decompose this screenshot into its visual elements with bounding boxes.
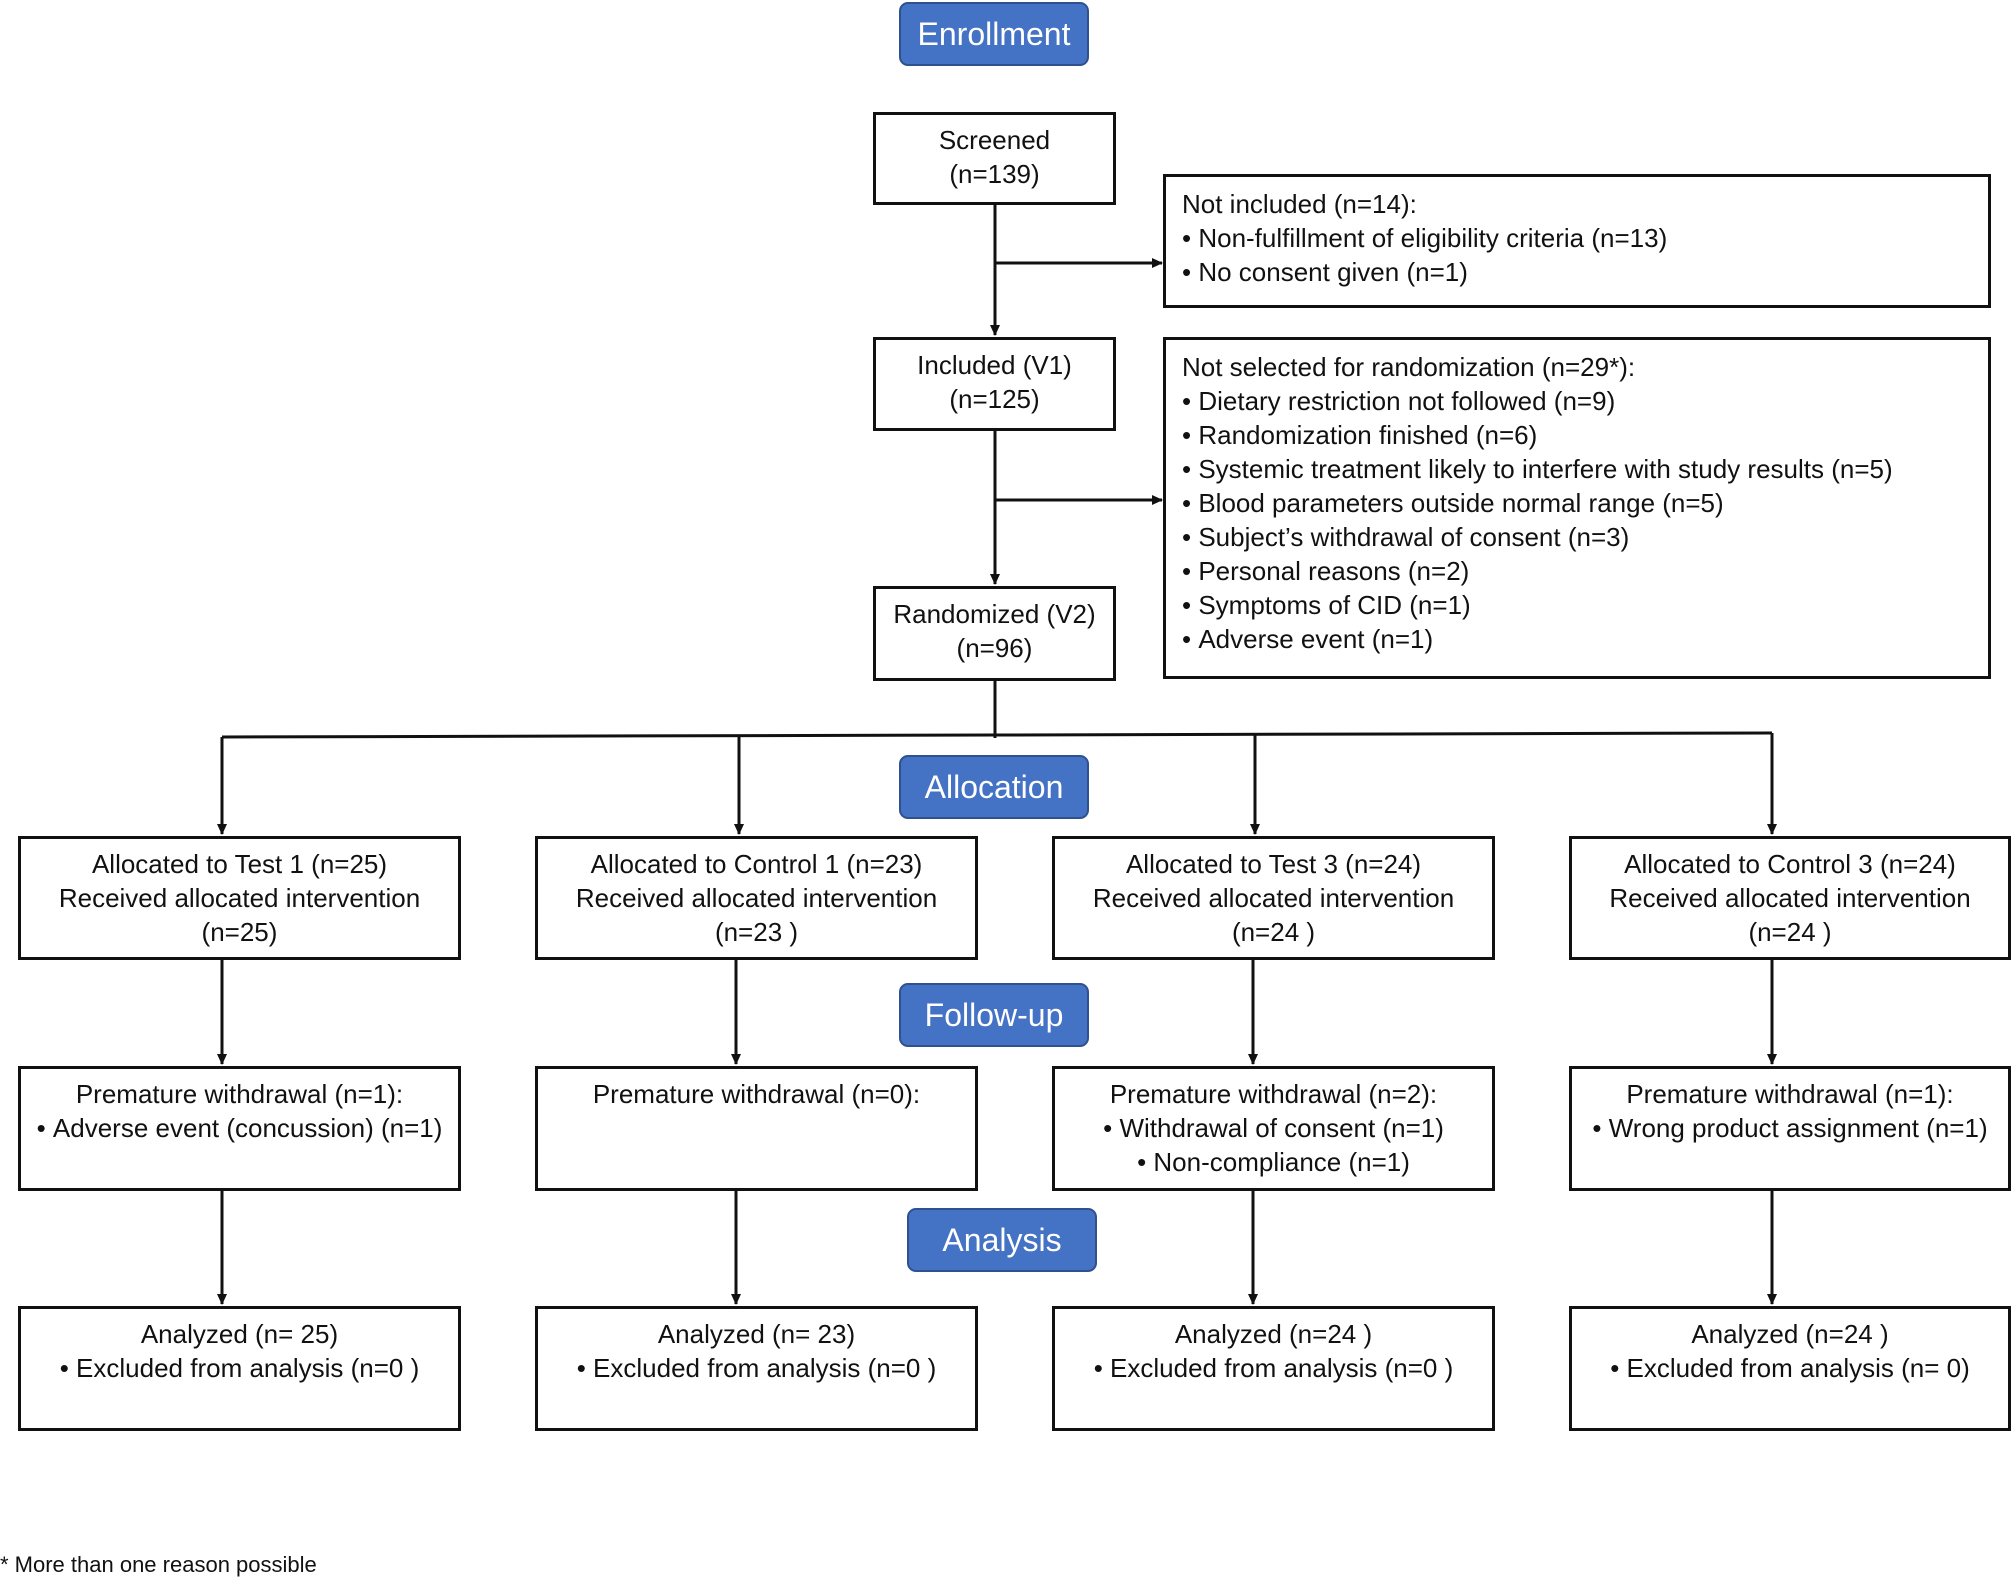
not-selected-item: Systemic treatment likely to interfere w… xyxy=(1182,452,1972,486)
phase-followup: Follow-up xyxy=(899,983,1089,1047)
randomized-box: Randomized (V2) (n=96) xyxy=(873,586,1116,681)
footnote: * More than one reason possible xyxy=(0,1552,317,1577)
followup-box-control-1: Premature withdrawal (n=0): xyxy=(535,1066,978,1191)
not-selected-item: Symptoms of CID (n=1) xyxy=(1182,588,1972,622)
phase-analysis: Analysis xyxy=(907,1208,1097,1272)
randomized-title: Randomized (V2) xyxy=(893,599,1096,629)
randomized-count: (n=96) xyxy=(956,633,1033,663)
not-selected-item: Adverse event (n=1) xyxy=(1182,622,1972,656)
analysis-box-control-3: Analyzed (n=24 ) Excluded from analysis … xyxy=(1569,1306,2011,1431)
received-label: Received allocated intervention xyxy=(58,883,421,913)
withdrawal-list: Withdrawal of consent (n=1) Non-complian… xyxy=(1055,1111,1492,1179)
withdrawal-title: Premature withdrawal (n=1): xyxy=(75,1079,404,1109)
allocated-label: Allocated to Test 3 (n=24) xyxy=(1125,849,1422,879)
allocated-label: Allocated to Control 1 (n=23) xyxy=(590,849,923,879)
included-count: (n=125) xyxy=(949,384,1040,414)
withdrawal-item: Adverse event (concussion) (n=1) xyxy=(21,1111,458,1145)
allocation-box-control-1: Allocated to Control 1 (n=23) Received a… xyxy=(535,836,978,960)
not-selected-item: Personal reasons (n=2) xyxy=(1182,554,1972,588)
analyzed-label: Analyzed (n=24 ) xyxy=(1174,1319,1373,1349)
analysis-list: Excluded from analysis (n=0 ) xyxy=(21,1351,458,1385)
not-included-title: Not included (n=14): xyxy=(1182,189,1417,219)
allocation-box-test-1: Allocated to Test 1 (n=25) Received allo… xyxy=(18,836,461,960)
received-count: (n=24 ) xyxy=(1748,917,1832,947)
not-selected-title: Not selected for randomization (n=29*): xyxy=(1182,352,1636,382)
included-title: Included (V1) xyxy=(917,350,1072,380)
excluded-item: Excluded from analysis (n=0 ) xyxy=(1055,1351,1492,1385)
analysis-box-control-1: Analyzed (n= 23) Excluded from analysis … xyxy=(535,1306,978,1431)
excluded-item: Excluded from analysis (n=0 ) xyxy=(21,1351,458,1385)
not-selected-item: Dietary restriction not followed (n=9) xyxy=(1182,384,1972,418)
phase-enrollment: Enrollment xyxy=(899,2,1089,66)
screened-title: Screened xyxy=(938,125,1051,155)
received-label: Received allocated intervention xyxy=(1092,883,1455,913)
analyzed-label: Analyzed (n= 25) xyxy=(140,1319,339,1349)
withdrawal-item: Wrong product assignment (n=1) xyxy=(1572,1111,2008,1145)
phase-analysis-label: Analysis xyxy=(942,1221,1062,1258)
withdrawal-list: Adverse event (concussion) (n=1) xyxy=(21,1111,458,1145)
included-box: Included (V1) (n=125) xyxy=(873,337,1116,431)
analysis-list: Excluded from analysis (n= 0) xyxy=(1572,1351,2008,1385)
withdrawal-title: Premature withdrawal (n=1): xyxy=(1626,1079,1954,1109)
excluded-item: Excluded from analysis (n=0 ) xyxy=(538,1351,975,1385)
not-selected-item: Blood parameters outside normal range (n… xyxy=(1182,486,1972,520)
not-selected-list: Dietary restriction not followed (n=9) R… xyxy=(1182,384,1972,656)
allocation-box-control-3: Allocated to Control 3 (n=24) Received a… xyxy=(1569,836,2011,960)
allocation-bus xyxy=(221,731,1773,739)
not-selected-box: Not selected for randomization (n=29*): … xyxy=(1163,337,1991,679)
screened-box: Screened (n=139) xyxy=(873,112,1116,205)
received-label: Received allocated intervention xyxy=(1609,883,1971,913)
withdrawal-item: Non-compliance (n=1) xyxy=(1055,1145,1492,1179)
allocated-label: Allocated to Test 1 (n=25) xyxy=(91,849,388,879)
not-selected-item: Subject’s withdrawal of consent (n=3) xyxy=(1182,520,1972,554)
not-selected-item: Randomization finished (n=6) xyxy=(1182,418,1972,452)
analysis-box-test-1: Analyzed (n= 25) Excluded from analysis … xyxy=(18,1306,461,1431)
not-included-box: Not included (n=14): Non-fulfillment of … xyxy=(1163,174,1991,308)
withdrawal-list: Wrong product assignment (n=1) xyxy=(1572,1111,2008,1145)
analysis-box-test-3: Analyzed (n=24 ) Excluded from analysis … xyxy=(1052,1306,1495,1431)
phase-enrollment-label: Enrollment xyxy=(917,15,1071,52)
excluded-item: Excluded from analysis (n= 0) xyxy=(1572,1351,2008,1385)
withdrawal-title: Premature withdrawal (n=0): xyxy=(592,1079,921,1109)
received-label: Received allocated intervention xyxy=(575,883,938,913)
withdrawal-item: Withdrawal of consent (n=1) xyxy=(1055,1111,1492,1145)
screened-count: (n=139) xyxy=(949,159,1040,189)
allocation-box-test-3: Allocated to Test 3 (n=24) Received allo… xyxy=(1052,836,1495,960)
followup-box-control-3: Premature withdrawal (n=1): Wrong produc… xyxy=(1569,1066,2011,1191)
not-included-item: Non-fulfillment of eligibility criteria … xyxy=(1182,221,1972,255)
allocated-label: Allocated to Control 3 (n=24) xyxy=(1624,849,1956,879)
phase-followup-label: Follow-up xyxy=(924,996,1064,1033)
analyzed-label: Analyzed (n= 23) xyxy=(657,1319,856,1349)
analyzed-label: Analyzed (n=24 ) xyxy=(1691,1319,1889,1349)
received-count: (n=23 ) xyxy=(714,917,799,947)
received-count: (n=25) xyxy=(201,917,278,947)
followup-box-test-1: Premature withdrawal (n=1): Adverse even… xyxy=(18,1066,461,1191)
phase-allocation-label: Allocation xyxy=(924,768,1064,805)
not-included-item: No consent given (n=1) xyxy=(1182,255,1972,289)
phase-allocation: Allocation xyxy=(899,755,1089,819)
followup-box-test-3: Premature withdrawal (n=2): Withdrawal o… xyxy=(1052,1066,1495,1191)
received-count: (n=24 ) xyxy=(1231,917,1316,947)
analysis-list: Excluded from analysis (n=0 ) xyxy=(1055,1351,1492,1385)
withdrawal-title: Premature withdrawal (n=2): xyxy=(1109,1079,1438,1109)
analysis-list: Excluded from analysis (n=0 ) xyxy=(538,1351,975,1385)
not-included-list: Non-fulfillment of eligibility criteria … xyxy=(1182,221,1972,289)
